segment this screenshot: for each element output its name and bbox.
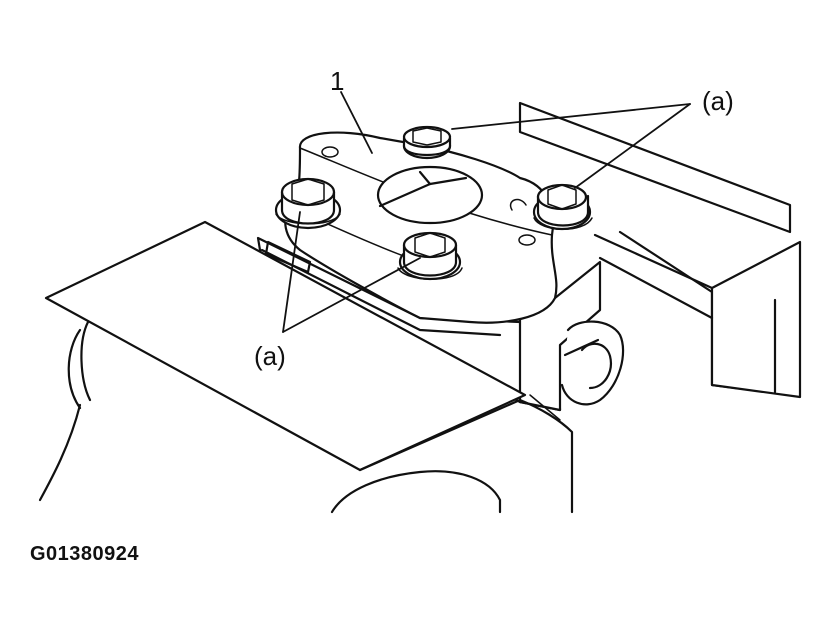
bolt-top — [402, 125, 452, 160]
part-number-label: 1 — [330, 66, 345, 96]
bolt-right — [532, 183, 593, 231]
leader-a-top-bolt — [451, 103, 691, 130]
leader-part-1 — [340, 91, 373, 154]
figure-code: G01380924 — [30, 543, 140, 565]
leader-lines — [282, 91, 691, 333]
right-block — [518, 101, 802, 399]
leader-a-left-bolt — [282, 211, 301, 333]
foreground-block — [38, 220, 574, 514]
flange-plate — [284, 131, 558, 324]
bolt-front — [397, 231, 463, 281]
leader-a-right-bolt — [574, 103, 691, 189]
bolt-label-lower: (a) — [254, 341, 286, 371]
bolt-label-upper: (a) — [702, 86, 734, 116]
leader-a-front-bolt — [282, 257, 421, 333]
bolt-left — [274, 177, 342, 230]
